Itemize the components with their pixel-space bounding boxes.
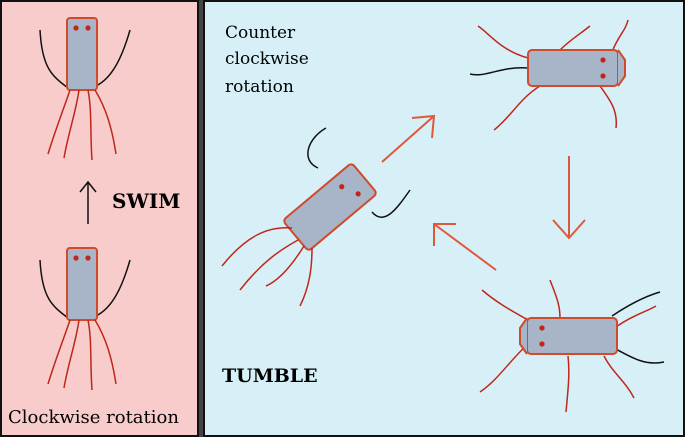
arrow-up-left-icon: [433, 223, 497, 271]
arrow-up-right-icon: [381, 114, 436, 163]
bacterium-icon: [479, 279, 665, 413]
ccw-label-line3: rotation: [225, 77, 294, 97]
clockwise-label: Clockwise rotation: [8, 407, 179, 428]
ccw-label-line1: Counter: [225, 23, 296, 43]
arrow-up-icon: [79, 180, 97, 224]
bacterium-icon: [469, 19, 629, 131]
ccw-label-line2: clockwise: [225, 49, 309, 69]
left-panel: [0, 0, 199, 437]
bacterium-icon: [221, 127, 411, 307]
arrow-down-icon: [552, 156, 586, 240]
swim-label: SWIM: [112, 189, 180, 213]
tumble-label: TUMBLE: [222, 365, 318, 387]
